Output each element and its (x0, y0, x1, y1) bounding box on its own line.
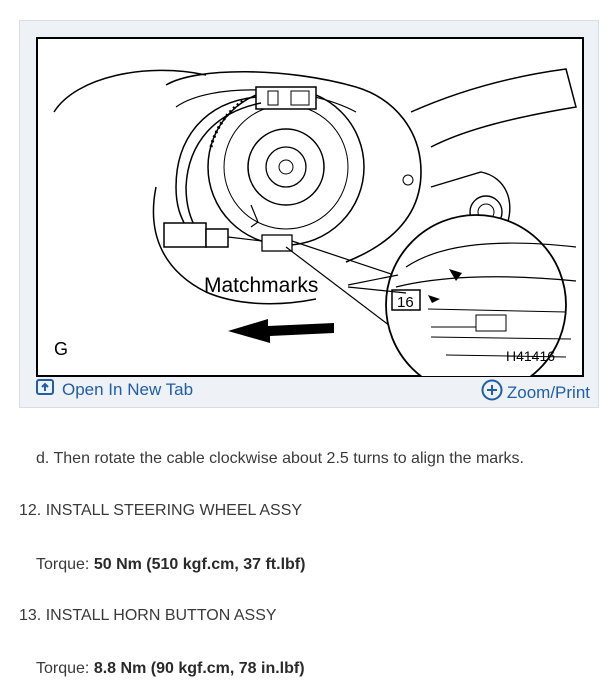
spiral-cable-center (265, 146, 307, 188)
step-12-heading: 12. INSTALL STEERING WHEEL ASSY (19, 502, 303, 519)
matchmarks-label: Matchmarks (204, 274, 318, 297)
upper-connector-latch (290, 90, 310, 106)
rotation-direction-arrow (228, 319, 334, 343)
column-cover-line (53, 69, 207, 113)
figure-id: H41416 (506, 348, 555, 364)
step-13-heading: 13. INSTALL HORN BUTTON ASSY (19, 607, 277, 624)
right-stalk (410, 68, 577, 148)
diagram-svg: 16 Matchmarks G H41416 (36, 37, 584, 377)
inset-line-2 (395, 276, 577, 288)
figure-card: 16 Matchmarks G H41416 Open In New Tab (19, 20, 599, 408)
torque-value: 8.8 Nm (90 kgf.cm, 78 in.lbf) (93, 660, 305, 677)
spiral-cable-nut (278, 159, 294, 175)
upper-connector-pin (267, 90, 279, 106)
inset-arrow-left (428, 295, 440, 303)
inset-line-1 (405, 242, 577, 268)
lower-connector-right (205, 228, 229, 248)
upper-connector (255, 86, 317, 110)
step-12-torque: Torque: 50 Nm (510 kgf.cm, 37 ft.lbf) (36, 556, 305, 574)
open-in-new-tab-icon (36, 379, 54, 400)
open-in-new-tab-label: Open In New Tab (62, 379, 194, 399)
step-d-text: d. Then rotate the cable clockwise about… (36, 450, 524, 467)
torque-value: 50 Nm (510 kgf.cm, 37 ft.lbf) (93, 556, 306, 573)
spiral-cable-hub (247, 128, 325, 206)
wire-harness-2 (185, 102, 262, 230)
inset-number: 16 (397, 294, 414, 311)
wire-harness-1 (175, 96, 257, 228)
matchmarks-leader (347, 274, 407, 294)
spiral-cable-diagram: 16 Matchmarks G H41416 (36, 37, 584, 377)
bottom-connector (261, 234, 293, 252)
zoom-print-label: Zoom/Print (506, 382, 590, 402)
open-in-new-tab-button[interactable]: Open In New Tab (36, 379, 193, 400)
figure-toolbar: Open In New Tab Zoom/Print (20, 375, 598, 407)
screw-right (402, 174, 414, 186)
steering-housing-outline (165, 70, 422, 263)
spiral-cable-ribs (209, 97, 247, 148)
inset-detail-lines (427, 308, 572, 358)
inset-number-box (391, 289, 421, 311)
view-letter: G (54, 339, 68, 359)
matchmark-triangle (250, 204, 259, 228)
torque-label: Torque: (36, 660, 90, 677)
torque-label: Torque: (36, 556, 90, 573)
inset-arrow-top (449, 269, 462, 281)
zoom-print-button[interactable]: Zoom/Print (481, 379, 590, 406)
lower-connector-left (163, 222, 207, 248)
inset-rect-block (475, 314, 507, 332)
housing-lower-line (152, 186, 317, 305)
connector-link-wire (227, 236, 263, 242)
step-13-torque: Torque: 8.8 Nm (90 kgf.cm, 78 in.lbf) (36, 660, 305, 678)
zoom-plus-icon (481, 379, 503, 406)
